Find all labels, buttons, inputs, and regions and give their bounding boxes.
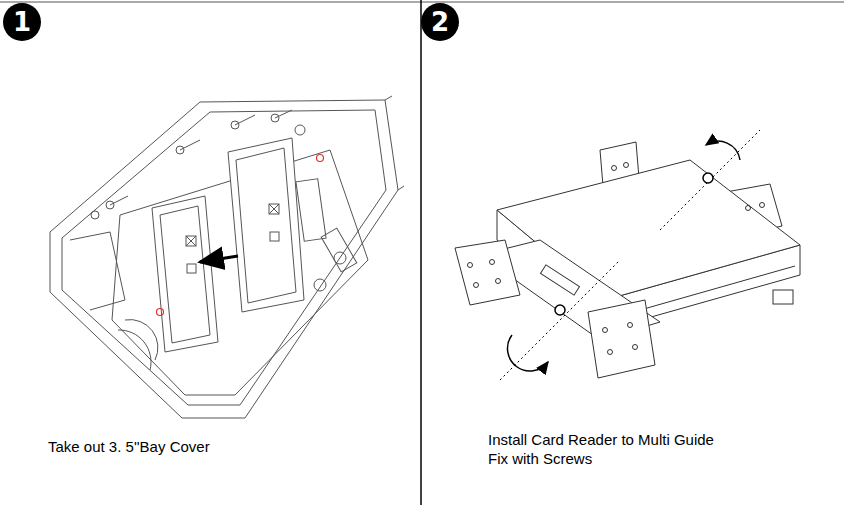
callout-number: 1 [4,4,40,40]
step-caption: Fix with Screws [488,450,592,467]
callout-number: 2 [422,4,458,40]
step-caption: Take out 3. 5''Bay Cover [48,438,210,455]
step-caption: Install Card Reader to Multi Guide [488,431,714,448]
